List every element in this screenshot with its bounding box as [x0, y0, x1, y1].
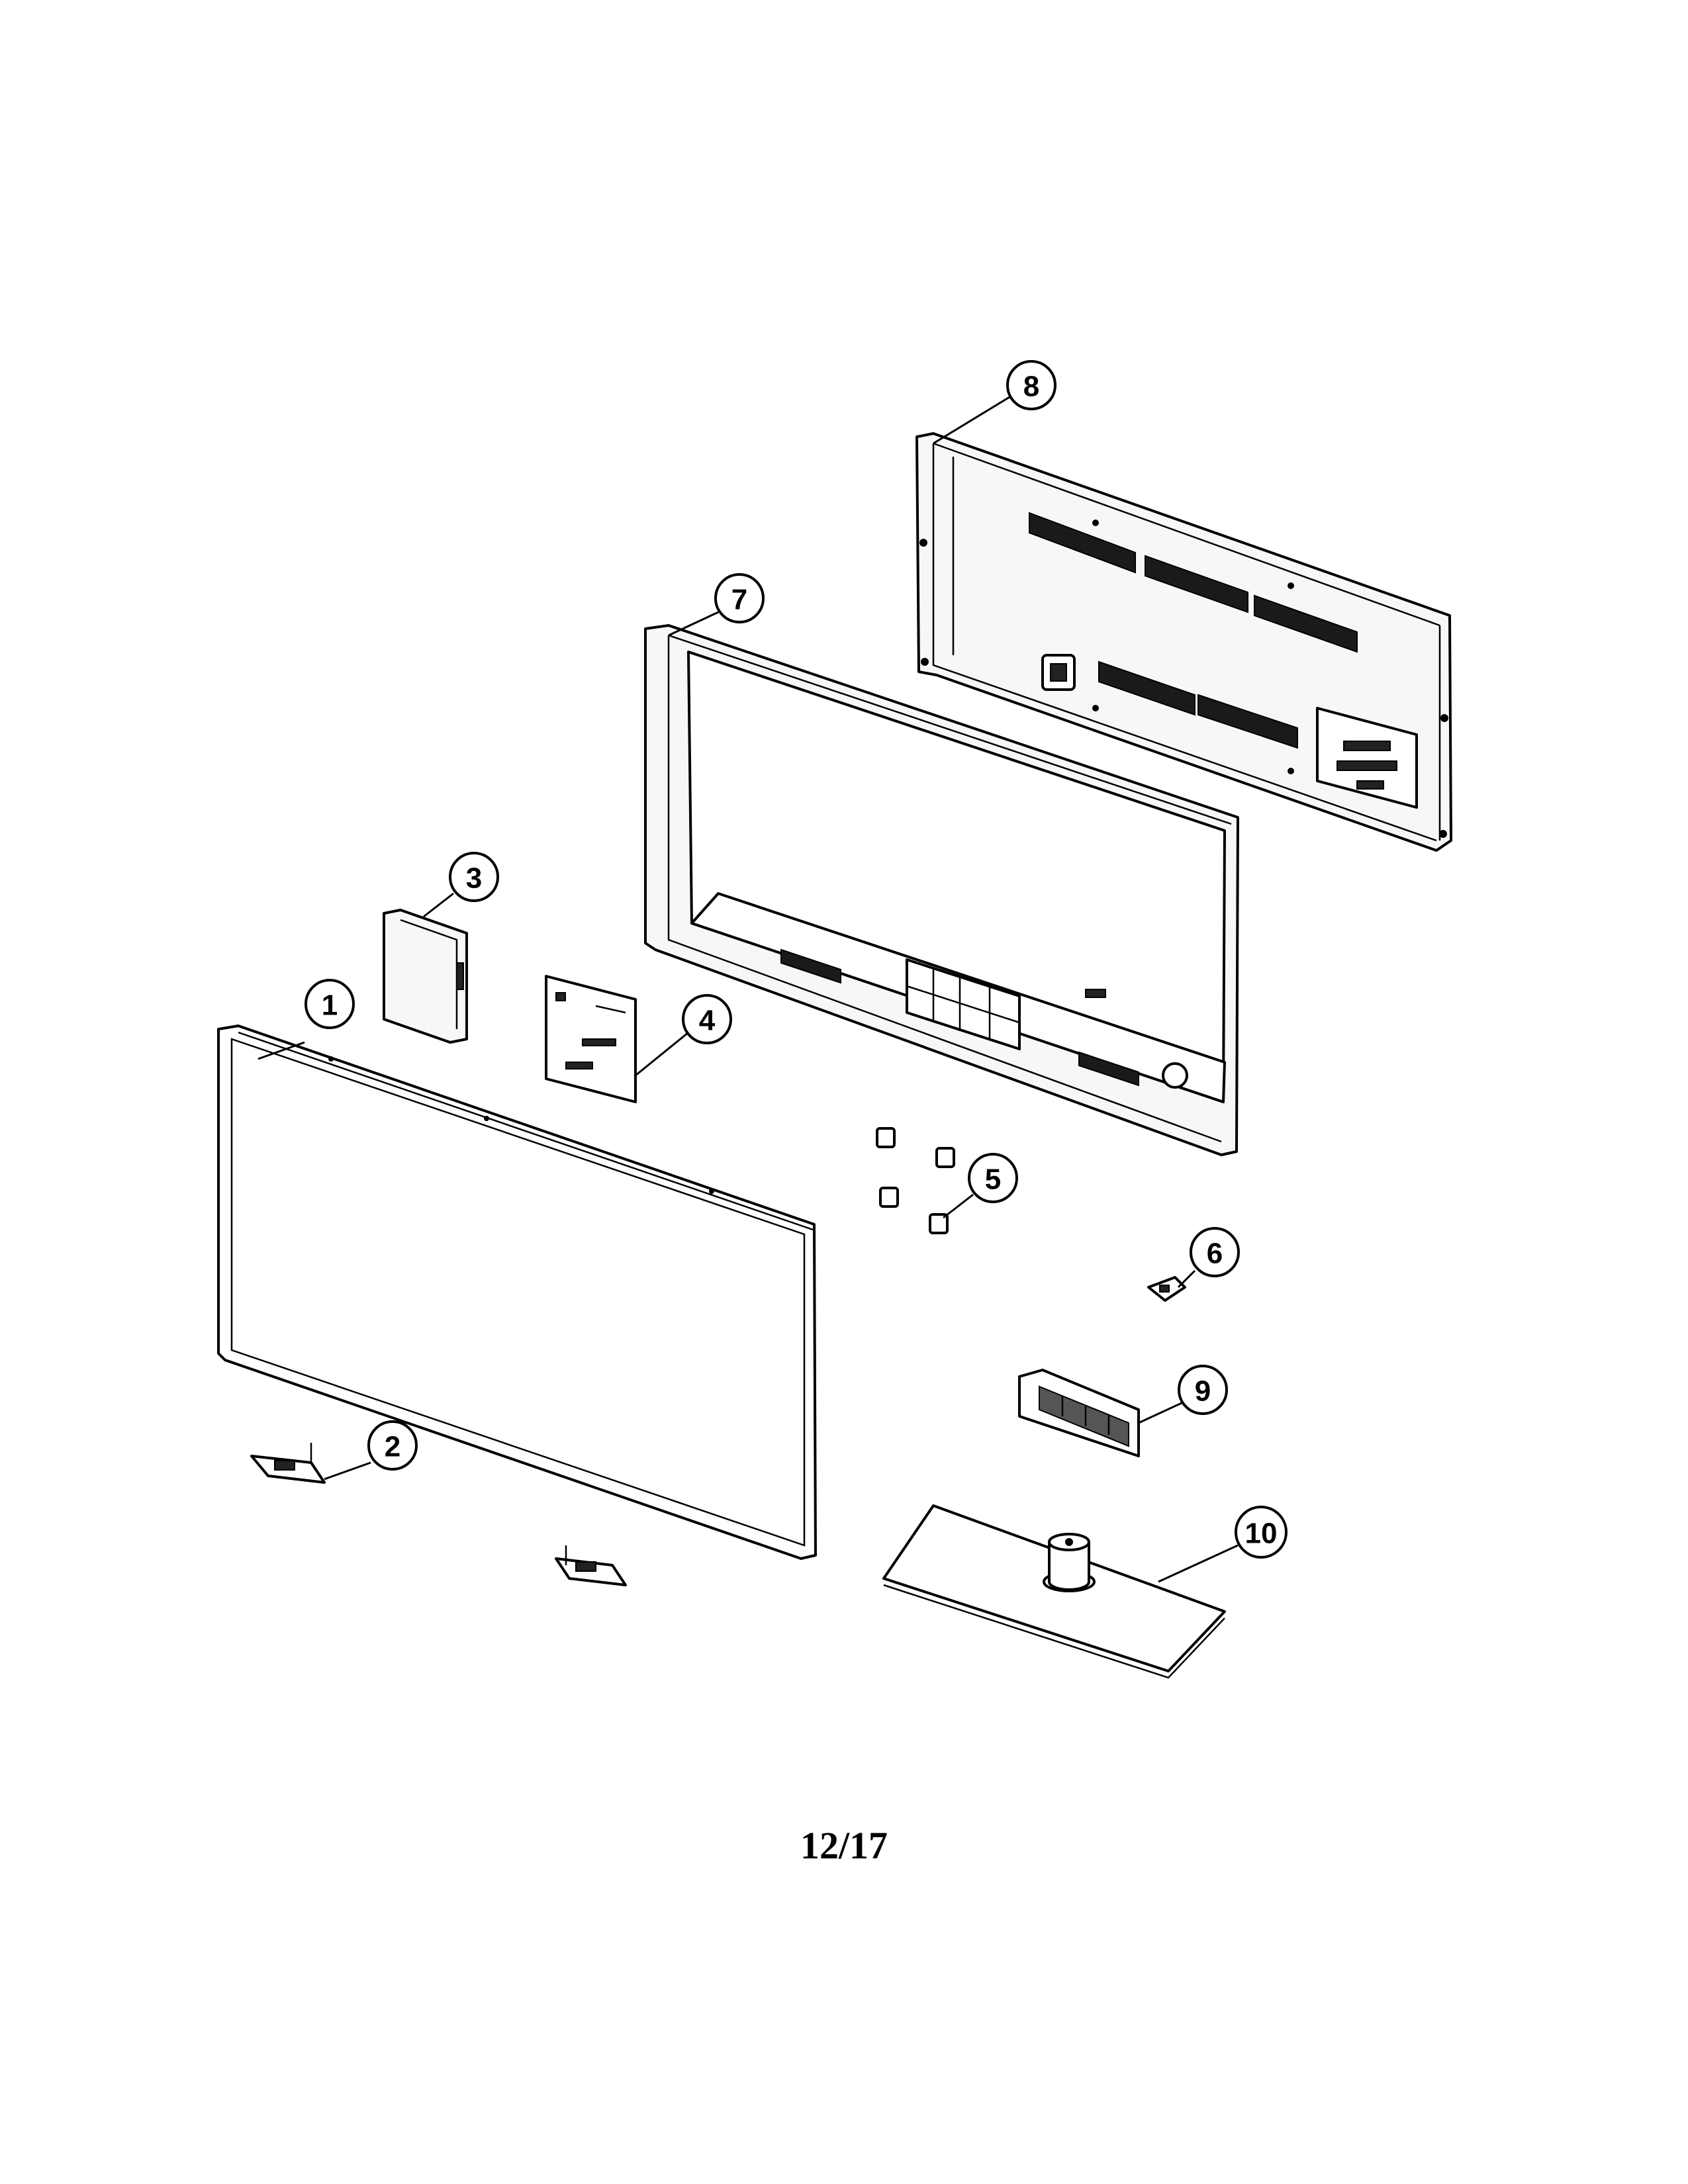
callout-label-4: 4 [699, 1005, 716, 1037]
part-speaker-right [555, 1545, 627, 1586]
callout-7: 7 [714, 573, 765, 623]
leader-9 [1138, 1402, 1182, 1424]
part-power-board [383, 909, 468, 1044]
callout-10: 10 [1235, 1506, 1288, 1559]
callout-label-5: 5 [985, 1163, 1001, 1196]
callout-8: 8 [1006, 360, 1056, 410]
page-number: 12/17 [800, 1824, 888, 1867]
part-clips [876, 1127, 955, 1234]
part-stand-neck [1018, 1369, 1140, 1457]
callout-label-6: 6 [1207, 1238, 1223, 1270]
part-small-cover [1147, 1276, 1186, 1302]
leader-3 [423, 892, 454, 918]
callout-2: 2 [367, 1420, 418, 1471]
callout-label-8: 8 [1023, 371, 1039, 403]
callout-5: 5 [968, 1153, 1018, 1203]
callout-6: 6 [1190, 1227, 1240, 1277]
leader-10 [1158, 1544, 1239, 1583]
part-main-board [545, 975, 637, 1103]
part-speaker-left [250, 1443, 326, 1484]
leader-6 [1177, 1269, 1196, 1289]
leader-5 [943, 1193, 974, 1219]
part-rear-cover [915, 432, 1452, 852]
callout-label-3: 3 [466, 862, 482, 895]
leader-4 [635, 1031, 689, 1077]
leader-1 [258, 1041, 305, 1060]
callout-3: 3 [449, 852, 499, 902]
leader-7 [668, 611, 719, 637]
part-stand-base [882, 1504, 1226, 1679]
callout-4: 4 [682, 994, 732, 1044]
part-display-panel [217, 1024, 817, 1560]
leader-2 [324, 1461, 371, 1480]
leader-8 [933, 396, 1010, 445]
callout-label-2: 2 [385, 1431, 400, 1463]
callout-label-1: 1 [322, 989, 338, 1022]
callout-label-9: 9 [1195, 1375, 1211, 1408]
callout-label-7: 7 [731, 584, 747, 616]
callout-label-10: 10 [1245, 1518, 1278, 1550]
callout-9: 9 [1178, 1365, 1228, 1415]
callout-1: 1 [305, 979, 355, 1029]
part-front-bezel [644, 624, 1239, 1156]
